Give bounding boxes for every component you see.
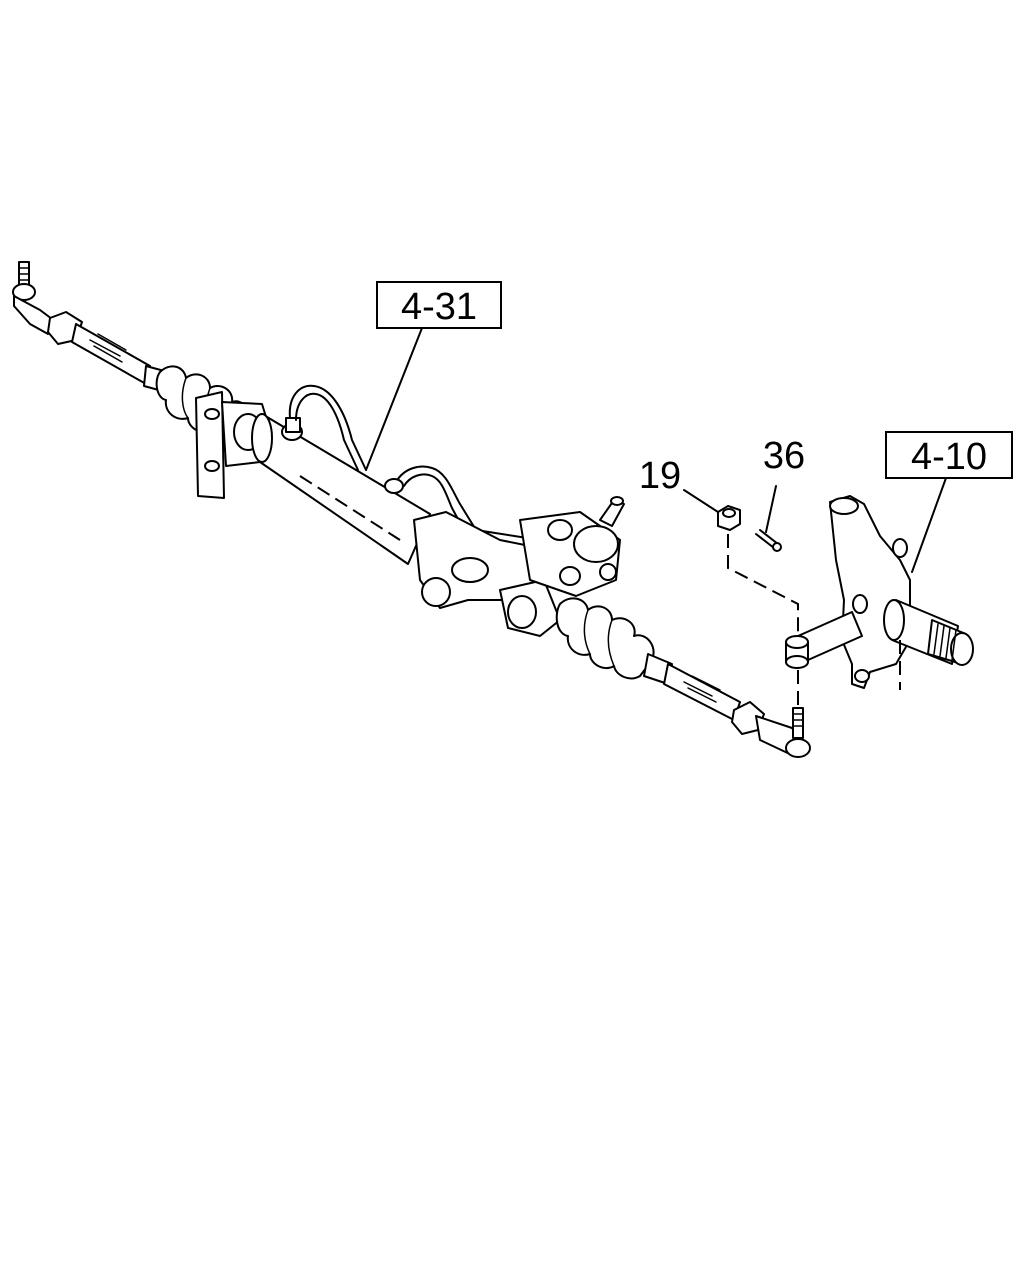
right-boot: [555, 597, 673, 685]
rack-housing: [251, 413, 431, 565]
callout-4-31-label: 4-31: [401, 286, 477, 328]
callout-36[interactable]: 36: [763, 435, 805, 533]
castle-nut[interactable]: [717, 505, 741, 531]
callout-19[interactable]: 19: [639, 455, 719, 513]
tie-rod-sleeve: [785, 635, 809, 669]
callout-4-10-label: 4-10: [911, 436, 987, 478]
gear-housing: [413, 496, 625, 637]
left-tie-rod-end: [12, 261, 57, 335]
right-tie-rod-end: [755, 707, 811, 758]
callout-19-label: 19: [639, 455, 681, 497]
cotter-pin[interactable]: [755, 529, 782, 552]
callout-4-31[interactable]: 4-31: [365, 281, 502, 471]
right-tie-rod: [663, 663, 765, 735]
callout-36-label: 36: [763, 435, 805, 477]
callout-4-10[interactable]: 4-10: [885, 431, 1013, 573]
assembly-guides: [727, 534, 799, 706]
steering-gear-assembly[interactable]: [12, 261, 811, 758]
steering-knuckle[interactable]: [797, 495, 974, 690]
left-tie-rod: [47, 311, 169, 393]
